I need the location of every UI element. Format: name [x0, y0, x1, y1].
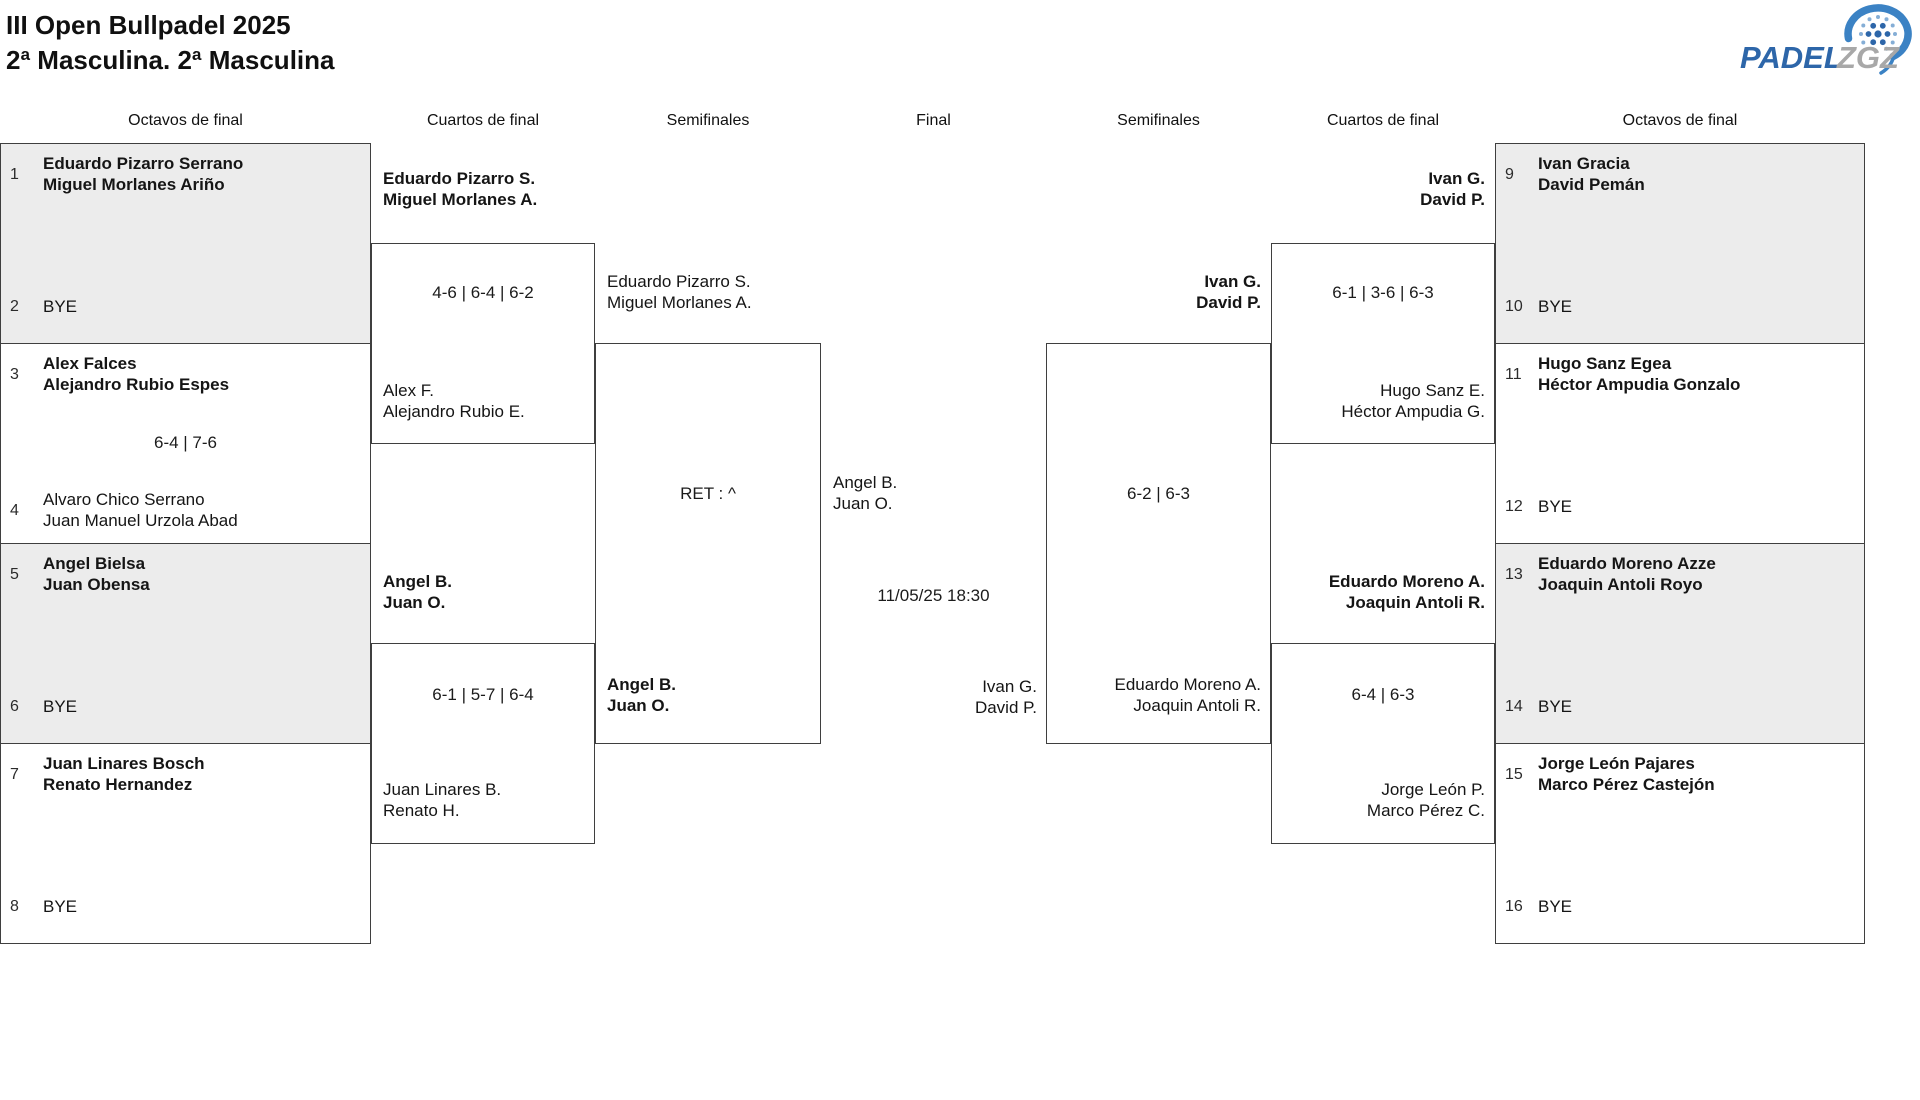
seed-number: 11 — [1505, 365, 1522, 383]
qf-left-2-top-team: Angel B. Juan O. — [383, 572, 452, 612]
sf-left-bottom-team: Angel B. Juan O. — [607, 675, 676, 715]
qf-right-1-bottom-team: Hugo Sanz E. Héctor Ampudia G. — [1341, 381, 1485, 421]
match-box-sf-left — [595, 343, 821, 744]
match-box-sf-right — [1046, 343, 1271, 744]
r16-left-entry-5: 5 Angel Bielsa Juan Obensa — [10, 553, 150, 595]
r16-left-entry-2: 2 BYE — [10, 296, 77, 317]
qf-right-1-top-team: Ivan G. David P. — [1420, 169, 1485, 209]
seed-number: 6 — [10, 698, 19, 715]
match-box-r16-left-2 — [0, 343, 371, 544]
team-names: Angel Bielsa Juan Obensa — [43, 554, 150, 594]
team-names: Eduardo Moreno Azze Joaquin Antoli Royo — [1538, 554, 1716, 594]
column-header-r16-right: Octavos de final — [1622, 112, 1738, 129]
match-box-qf-right-1 — [1271, 243, 1495, 444]
match-box-r16-right-3 — [1495, 543, 1865, 744]
qf-left-2-score: 6-1 | 5-7 | 6-4 — [432, 685, 534, 704]
r16-right-entry-9: 9 Ivan Gracia David Pemán — [1505, 153, 1645, 195]
match-box-qf-left-2 — [371, 643, 595, 844]
qf-left-1-score: 4-6 | 6-4 | 6-2 — [432, 283, 534, 302]
match-box-qf-right-2 — [1271, 643, 1495, 844]
r16-left-entry-7: 7 Juan Linares Bosch Renato Hernandez — [10, 753, 205, 795]
team-names: BYE — [1538, 897, 1573, 916]
team-names: BYE — [43, 897, 78, 916]
sf-left-top-team: Eduardo Pizarro S. Miguel Morlanes A. — [607, 272, 752, 312]
match-box-r16-right-1 — [1495, 143, 1865, 344]
column-header-qf-left: Cuartos de final — [426, 112, 540, 129]
seed-number: 7 — [10, 765, 19, 783]
match-box-r16-right-2 — [1495, 343, 1865, 544]
padel-racket-icon: PADEL ZGZ — [1740, 4, 1912, 75]
seed-number: 1 — [10, 165, 19, 183]
qf-left-2-bottom-team: Juan Linares B. Renato H. — [383, 780, 502, 820]
qf-right-2-score: 6-4 | 6-3 — [1351, 685, 1415, 704]
qf-left-1-bottom-team: Alex F. Alejandro Rubio E. — [383, 381, 525, 421]
r16-right-entry-10: 10 BYE — [1505, 296, 1572, 317]
logo-word-zgz: ZGZ — [1836, 40, 1900, 75]
sf-right-top-team: Ivan G. David P. — [1196, 272, 1261, 312]
seed-number: 16 — [1505, 898, 1523, 915]
column-header-r16-left: Octavos de final — [128, 112, 243, 129]
team-names: Alvaro Chico Serrano Juan Manuel Urzola … — [43, 490, 238, 530]
team-names: BYE — [43, 697, 78, 716]
team-names: Hugo Sanz Egea Héctor Ampudia Gonzalo — [1538, 354, 1741, 394]
r16-right-entry-16: 16 BYE — [1505, 896, 1572, 917]
team-names: Juan Linares Bosch Renato Hernandez — [43, 754, 205, 794]
team-names: Jorge León Pajares Marco Pérez Castejón — [1538, 754, 1715, 794]
page-title: III Open Bullpadel 2025 2ª Masculina. 2ª… — [6, 8, 334, 78]
final-top-team: Angel B. Juan O. — [833, 473, 898, 513]
match-score-r16-left-2: 6-4 | 7-6 — [153, 433, 217, 452]
seed-number: 8 — [10, 898, 19, 915]
final-bottom-team: Ivan G. David P. — [974, 677, 1037, 717]
logo-word-padel: PADEL — [1740, 40, 1843, 75]
r16-right-entry-11: 11 Hugo Sanz Egea Héctor Ampudia Gonzalo — [1505, 353, 1740, 395]
qf-right-2-bottom-team: Jorge León P. Marco Pérez C. — [1366, 780, 1485, 820]
seed-number: 12 — [1505, 498, 1523, 515]
sf-left-score: RET : ^ — [680, 484, 736, 503]
match-box-r16-left-4 — [0, 743, 371, 944]
seed-number: 15 — [1505, 765, 1523, 783]
match-box-r16-left-3 — [0, 543, 371, 744]
seed-number: 2 — [10, 298, 19, 315]
r16-left-entry-3: 3 Alex Falces Alejandro Rubio Espes — [10, 353, 229, 395]
seed-number: 9 — [1505, 165, 1514, 183]
r16-left-entry-8: 8 BYE — [10, 896, 77, 917]
seed-number: 14 — [1505, 698, 1523, 715]
qf-left-1-top-team: Eduardo Pizarro S. Miguel Morlanes A. — [383, 169, 538, 209]
seed-number: 3 — [10, 365, 19, 383]
sf-right-score: 6-2 | 6-3 — [1126, 484, 1190, 503]
category-name: 2ª Masculina. 2ª Masculina — [6, 45, 335, 75]
seed-number: 4 — [10, 501, 19, 519]
match-box-r16-right-4 — [1495, 743, 1865, 944]
column-header-qf-right: Cuartos de final — [1326, 112, 1440, 129]
padelzgz-logo: PADEL ZGZ — [1740, 4, 1920, 78]
column-header-final: Final — [916, 112, 951, 129]
column-header-sf-right: Semifinales — [1117, 112, 1200, 129]
team-names: Alex Falces Alejandro Rubio Espes — [43, 354, 230, 394]
qf-right-1-score: 6-1 | 3-6 | 6-3 — [1332, 283, 1434, 302]
tournament-name: III Open Bullpadel 2025 — [6, 10, 291, 40]
team-names: BYE — [43, 297, 78, 316]
match-box-qf-left-1 — [371, 243, 595, 444]
seed-number: 10 — [1505, 298, 1523, 315]
r16-left-entry-6: 6 BYE — [10, 696, 77, 717]
team-names: Ivan Gracia David Pemán — [1538, 154, 1645, 194]
r16-right-entry-13: 13 Eduardo Moreno Azze Joaquin Antoli Ro… — [1505, 553, 1716, 595]
r16-left-entry-4: 4 Alvaro Chico Serrano Juan Manuel Urzol… — [10, 489, 238, 531]
column-header-sf-left: Semifinales — [666, 112, 750, 129]
r16-right-entry-12: 12 BYE — [1505, 496, 1572, 517]
seed-number: 5 — [10, 565, 19, 583]
team-names: Eduardo Pizarro Serrano Miguel Morlanes … — [43, 154, 244, 194]
final-datetime: 11/05/25 18:30 — [877, 586, 990, 605]
team-names: BYE — [1538, 497, 1573, 516]
r16-right-entry-14: 14 BYE — [1505, 696, 1572, 717]
r16-left-entry-1: 1 Eduardo Pizarro Serrano Miguel Morlane… — [10, 153, 243, 195]
qf-right-2-top-team: Eduardo Moreno A. Joaquin Antoli R. — [1328, 572, 1485, 612]
sf-right-bottom-team: Eduardo Moreno A. Joaquin Antoli R. — [1114, 675, 1261, 715]
team-names: BYE — [1538, 697, 1573, 716]
team-names: BYE — [1538, 297, 1573, 316]
r16-right-entry-15: 15 Jorge León Pajares Marco Pérez Castej… — [1505, 753, 1715, 795]
match-box-r16-left-1 — [0, 143, 371, 344]
seed-number: 13 — [1505, 565, 1523, 583]
